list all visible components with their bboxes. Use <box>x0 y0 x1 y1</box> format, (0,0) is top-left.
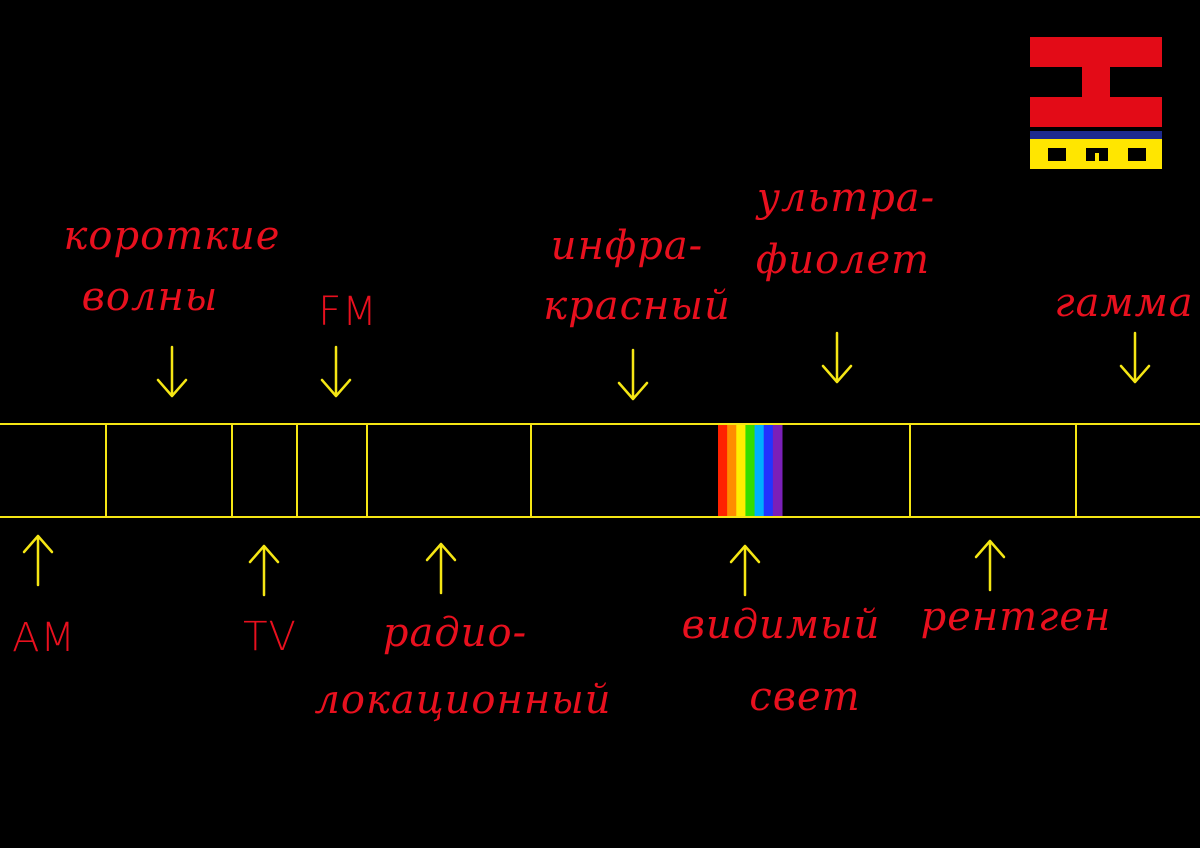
arrow-up-icon <box>425 542 457 595</box>
label-infrared-line1: инфра- <box>550 223 704 269</box>
spectrum-color-stripe <box>745 425 756 516</box>
spectrum-color-stripe <box>763 425 774 516</box>
spectrum-band <box>0 423 1200 518</box>
label-visible-light-line2: свет <box>749 674 861 720</box>
logo-red-mid-bar <box>1030 97 1162 127</box>
label-tv: TV <box>243 614 297 660</box>
arrow-down-icon <box>617 348 649 401</box>
arrow-up-icon <box>729 544 761 597</box>
label-short-waves-line1: короткие <box>63 213 281 259</box>
arrow-up-icon <box>22 534 54 587</box>
arrow-up-icon <box>974 539 1006 592</box>
spectrum-color-stripe <box>718 425 728 516</box>
label-infrared-line2: красный <box>543 283 731 329</box>
label-am: AM <box>12 615 76 661</box>
label-visible-light-line1: видимый <box>681 602 881 648</box>
logo-letter-o <box>1128 148 1146 161</box>
arrow-down-icon <box>320 345 352 398</box>
label-radar-line1: радио- <box>382 610 528 656</box>
label-radar-line2: локационный <box>314 677 612 723</box>
logo-letter-m-gap <box>1095 153 1099 161</box>
spectrum-color-stripe <box>736 425 746 516</box>
label-fm: FM <box>318 289 378 335</box>
logo-red-top-bar <box>1030 37 1162 67</box>
spectrum-color-stripe <box>754 425 765 516</box>
spectrum-color-stripe <box>772 425 783 516</box>
label-ultraviolet-line1: ультра- <box>756 175 936 221</box>
label-gamma: гамма <box>1054 280 1194 326</box>
spectrum-color-stripe <box>727 425 737 516</box>
visible-spectrum-strip <box>718 425 783 516</box>
label-ultraviolet-line2: фиолет <box>755 237 931 283</box>
label-short-waves-line2: волны <box>81 274 219 320</box>
arrow-down-icon <box>821 331 853 384</box>
arrow-up-icon <box>248 544 280 597</box>
logo-letter-o <box>1048 148 1066 161</box>
logo-blue-strip <box>1030 131 1162 139</box>
arrow-down-icon <box>1119 331 1151 384</box>
arrow-down-icon <box>156 345 188 398</box>
label-xray: рентген <box>920 594 1112 640</box>
homo-logo-icon <box>1030 37 1162 169</box>
logo-red-stem <box>1082 67 1110 97</box>
